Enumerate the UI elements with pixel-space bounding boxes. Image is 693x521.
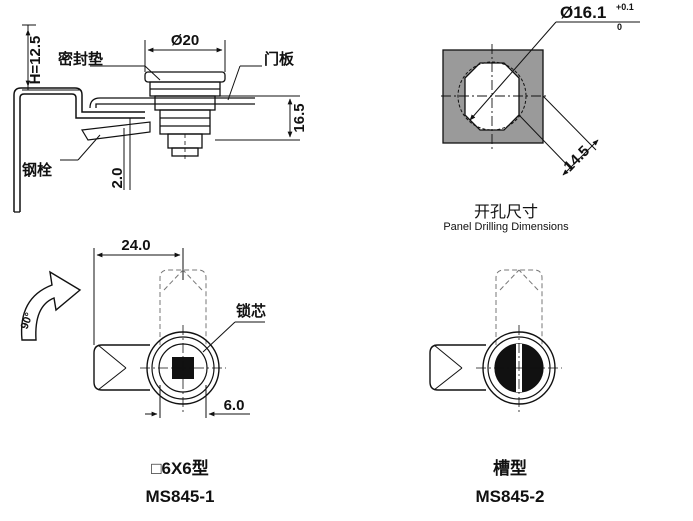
panel-hole-drawing xyxy=(441,21,640,176)
side-view-drawing xyxy=(13,24,300,213)
panel-hole-caption-cn: 开孔尺寸 xyxy=(473,204,538,221)
dim-hole-diameter: Ø16.1 xyxy=(560,3,606,22)
variant-2-drawing xyxy=(429,269,562,412)
dim-tolerance-lower: 0 xyxy=(617,22,622,32)
label-lock-core: 锁芯 xyxy=(236,302,266,320)
rotation-label: 90° xyxy=(19,311,36,331)
label-steel-latch: 钢栓 xyxy=(22,161,52,179)
variant-1-drawing xyxy=(20,248,265,418)
dim-flat-width: 14.5 xyxy=(560,142,593,175)
variant-2-model: MS845-2 xyxy=(475,487,545,506)
dim-latch-label: 2.0 xyxy=(109,168,126,189)
dim-tolerance-upper: +0.1 xyxy=(616,2,634,12)
variant-2-type: 槽型 xyxy=(493,459,527,478)
dim-width-label: 24.0 xyxy=(121,237,150,254)
dim-diameter-label: Ø20 xyxy=(171,32,199,49)
variant-1-type: □6X6型 xyxy=(151,459,209,478)
label-gasket: 密封垫 xyxy=(58,50,103,68)
dim-thickness-label: 16.5 xyxy=(291,103,308,132)
dim-h-label: H=12.5 xyxy=(27,36,44,85)
label-door-panel: 门板 xyxy=(264,50,295,68)
dim-key-label: 6.0 xyxy=(224,397,245,414)
variant-1-model: MS845-1 xyxy=(145,487,215,506)
panel-hole-caption-en: Panel Drilling Dimensions xyxy=(443,221,569,233)
